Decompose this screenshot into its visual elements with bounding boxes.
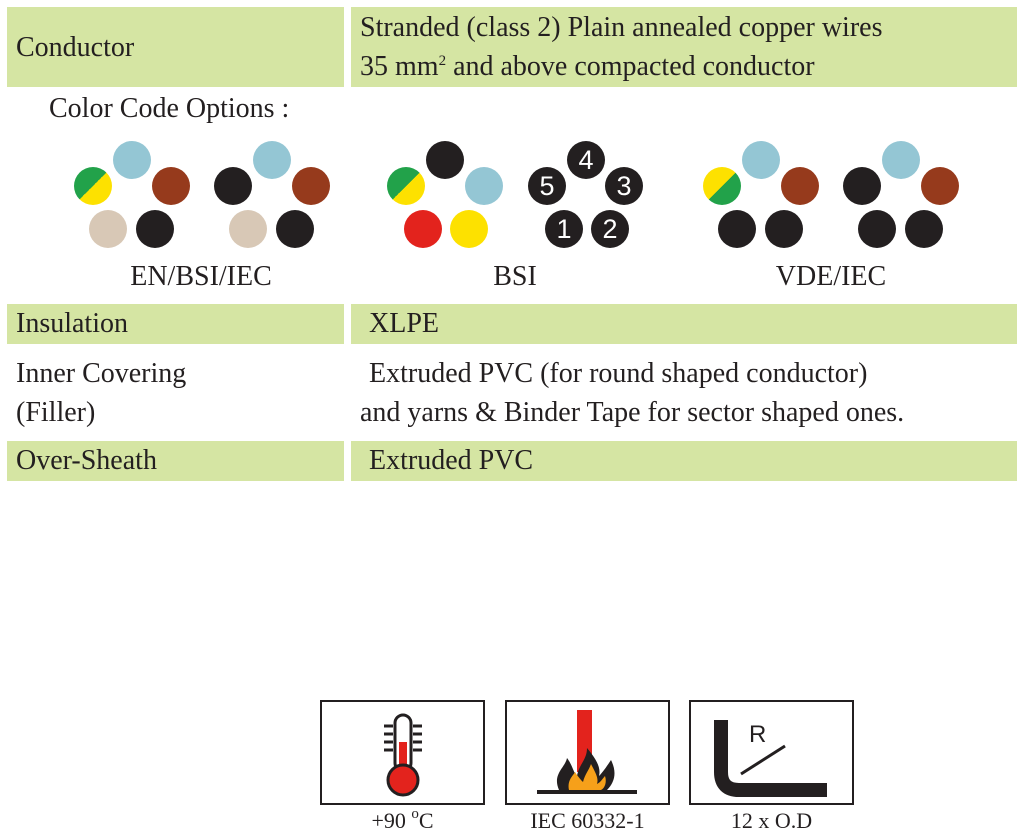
conductor-value-line2: 35 mm2 and above compacted conductor: [360, 51, 815, 82]
color-code-heading: Color Code Options :: [49, 93, 290, 124]
core-light-blue: [113, 141, 151, 179]
core-red: [404, 210, 442, 248]
conductor-label-cell: [7, 7, 344, 87]
core-number-2: 2: [591, 210, 629, 248]
core-black: [765, 210, 803, 248]
core-black: [276, 210, 314, 248]
thermometer-icon: [384, 713, 422, 797]
bending-radius-caption: 12 x O.D: [730, 808, 813, 833]
insulation-value-cell: [351, 304, 1017, 344]
core-yellow-green: [703, 167, 741, 205]
flame-caption: IEC 60332-1: [530, 808, 645, 833]
bending-radius-icon: R: [714, 720, 827, 797]
inner-covering-label-line1: Inner Covering: [16, 358, 187, 389]
core-number-1: 1: [545, 210, 583, 248]
flame-icon: [537, 710, 637, 794]
core-yellow: [450, 210, 488, 248]
core-black: [214, 167, 252, 205]
over-sheath-label-cell: [7, 441, 344, 481]
temperature-caption: +90 oC: [371, 806, 434, 834]
core-number-3: 3: [605, 167, 643, 205]
color-group-label-en-bsi-iec: EN/BSI/IEC: [130, 261, 272, 292]
temperature-pictogram: [320, 700, 485, 805]
conductor-value-cell: [351, 7, 1017, 87]
inner-covering-value-line1: Extruded PVC (for round shaped conductor…: [369, 358, 868, 389]
over-sheath-value: Extruded PVC: [369, 445, 534, 476]
core-grey: [229, 210, 267, 248]
conductor-label: Conductor: [16, 32, 135, 63]
core-brown: [781, 167, 819, 205]
core-green-yellow: [74, 167, 112, 205]
over-sheath-value-cell: [351, 441, 1017, 481]
color-group-label-vde-iec: VDE/IEC: [775, 261, 887, 292]
core-black: [426, 141, 464, 179]
color-group-label-bsi: BSI: [493, 261, 537, 292]
core-light-blue: [465, 167, 503, 205]
insulation-label-cell: [7, 304, 344, 344]
core-light-blue: [742, 141, 780, 179]
core-green-yellow: [387, 167, 425, 205]
core-black: [843, 167, 881, 205]
core-black: [136, 210, 174, 248]
core-black: [718, 210, 756, 248]
inner-covering-label-line2: (Filler): [16, 397, 96, 428]
radius-symbol: R: [749, 721, 766, 748]
core-light-blue: [253, 141, 291, 179]
core-brown: [292, 167, 330, 205]
core-brown: [152, 167, 190, 205]
insulation-label: Insulation: [16, 308, 128, 339]
core-number-4: 4: [567, 141, 605, 179]
core-light-blue: [882, 141, 920, 179]
core-number-5: 5: [528, 167, 566, 205]
over-sheath-label: Over-Sheath: [16, 445, 157, 476]
flame-retardant-pictogram: [505, 700, 670, 805]
core-black: [858, 210, 896, 248]
inner-covering-value-line2: and yarns & Binder Tape for sector shape…: [360, 397, 905, 428]
superscript-2: 2: [438, 53, 447, 69]
core-grey: [89, 210, 127, 248]
insulation-value: XLPE: [369, 308, 439, 339]
core-brown: [921, 167, 959, 205]
conductor-value-line1: Stranded (class 2) Plain annealed copper…: [360, 12, 883, 43]
bending-radius-pictogram: R: [689, 700, 854, 805]
core-black: [905, 210, 943, 248]
